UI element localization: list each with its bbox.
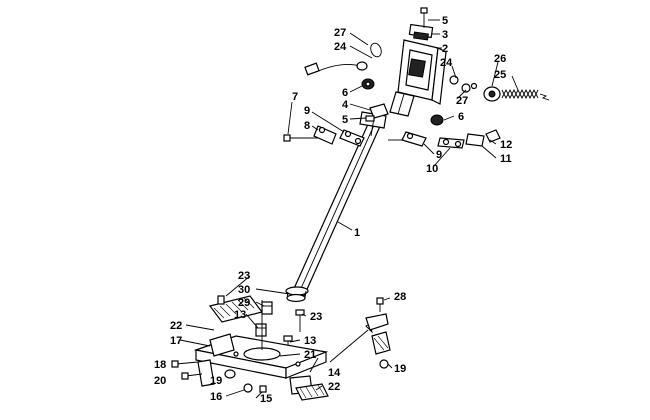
callout-24-left: 24 <box>334 41 347 53</box>
callout-2: 2 <box>442 43 448 55</box>
callout-27-left: 27 <box>334 27 346 39</box>
callout-25: 25 <box>494 69 506 81</box>
callout-17: 17 <box>170 335 182 347</box>
callout-9-right: 9 <box>436 149 442 161</box>
lower-support-bracket <box>193 300 329 395</box>
callout-6-right: 6 <box>458 111 464 123</box>
handlebar-block <box>389 39 447 117</box>
callout-24-right: 24 <box>440 57 453 69</box>
callout-26: 26 <box>494 53 506 65</box>
callout-8: 8 <box>304 120 310 132</box>
callout-22-bottom: 22 <box>328 381 340 393</box>
right-spacers <box>449 75 478 93</box>
steering-post-shaft <box>285 111 387 303</box>
callout-28: 28 <box>394 291 406 303</box>
callout-5-mid: 5 <box>342 114 348 126</box>
callout-7: 7 <box>292 91 298 103</box>
callout-3: 3 <box>442 29 448 41</box>
callout-23-right: 23 <box>310 311 322 323</box>
left-fasteners <box>171 360 267 393</box>
right-mount-parts <box>329 297 391 369</box>
bracket-and-bolt <box>365 103 389 137</box>
callout-19-right: 19 <box>394 363 406 375</box>
callout-labels: 5 3 27 24 2 24 26 25 27 6 4 5 6 7 9 8 12… <box>154 15 512 405</box>
callout-15: 15 <box>260 393 272 405</box>
callout-19-left: 19 <box>210 375 222 387</box>
callout-12: 12 <box>500 139 512 151</box>
bearing-bolts <box>283 309 305 352</box>
lower-shim <box>295 383 329 401</box>
callout-18: 18 <box>154 359 166 371</box>
callout-13-left: 13 <box>234 309 246 321</box>
callout-20: 20 <box>154 375 166 387</box>
handlebar-clamp <box>408 7 434 41</box>
callout-30: 30 <box>238 284 250 296</box>
callout-5-top: 5 <box>442 15 448 27</box>
callout-27-right: 27 <box>456 95 468 107</box>
callout-29: 29 <box>238 297 250 309</box>
callout-16: 16 <box>210 391 222 403</box>
callout-14: 14 <box>328 367 341 379</box>
callout-4: 4 <box>342 99 349 111</box>
left-linkage <box>283 125 365 147</box>
callout-10: 10 <box>426 163 438 175</box>
spring-and-knob <box>483 86 550 102</box>
callout-23-top: 23 <box>238 270 250 282</box>
right-linkage <box>388 129 501 149</box>
leader-lines <box>179 19 519 399</box>
callout-21: 21 <box>304 349 316 361</box>
callout-6-left: 6 <box>342 87 348 99</box>
callout-9-left: 9 <box>304 105 310 117</box>
callout-1: 1 <box>354 227 360 239</box>
callout-11: 11 <box>500 153 512 165</box>
callout-13-right: 13 <box>304 335 316 347</box>
bushings <box>361 78 444 126</box>
callout-22-left: 22 <box>170 320 182 332</box>
cable-assembly <box>304 42 382 76</box>
